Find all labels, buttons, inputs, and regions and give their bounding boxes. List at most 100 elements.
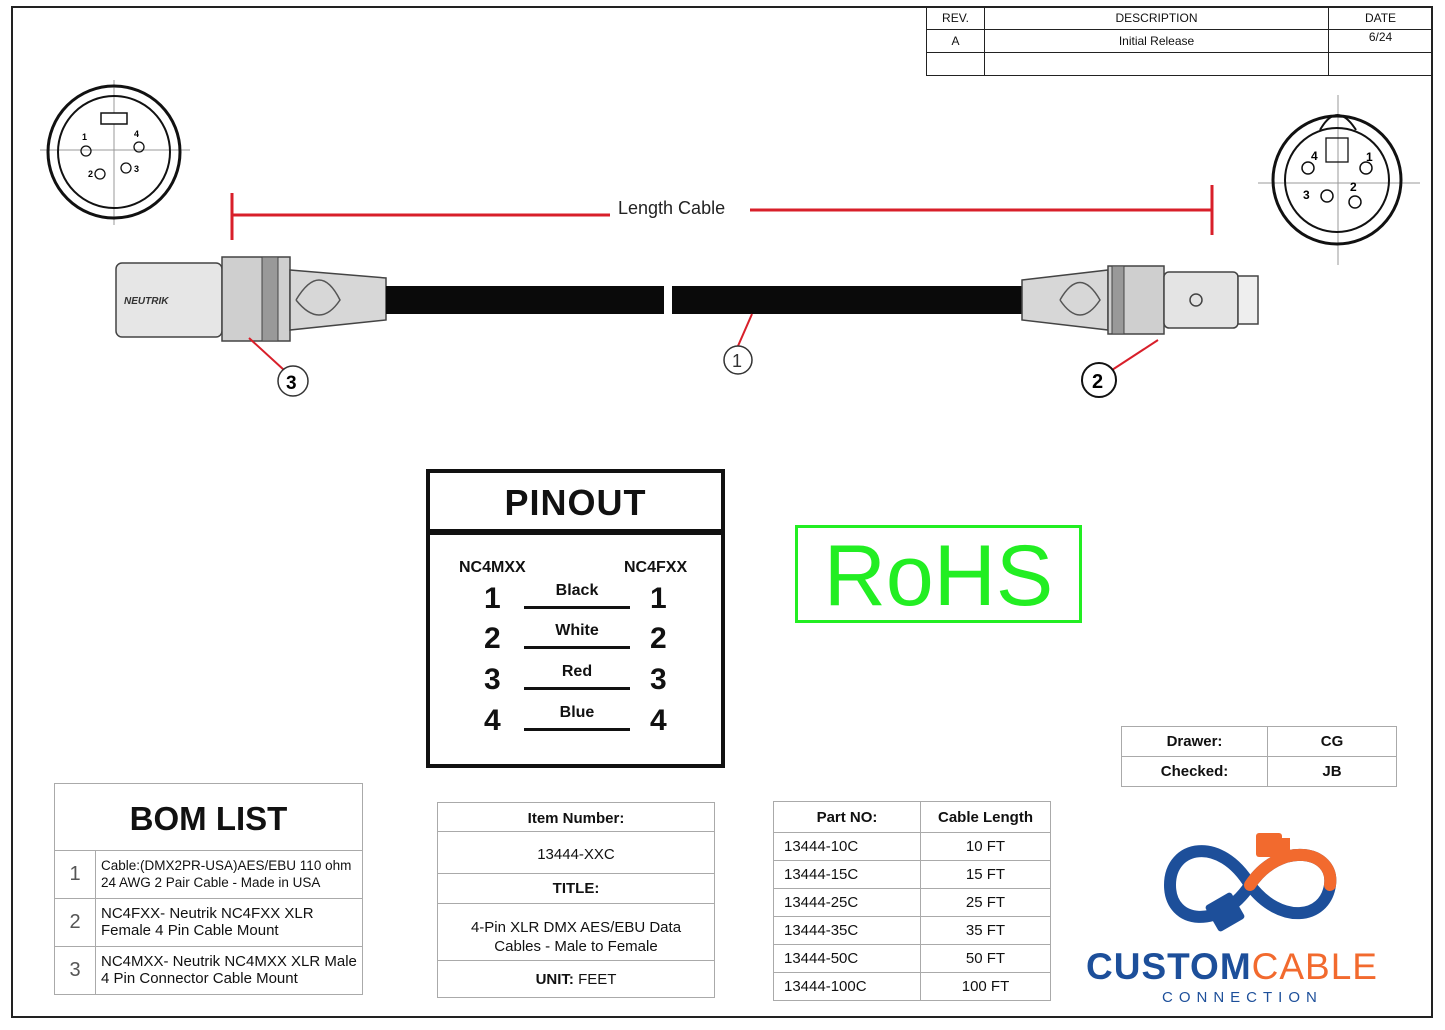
- part-no-cell: 13444-35C: [773, 916, 921, 945]
- drawer-row: Drawer: CG: [1121, 726, 1397, 757]
- logo-connection-text: CONNECTION: [1162, 989, 1323, 1006]
- pin-right-4: 4: [650, 704, 667, 737]
- pin-left-2: 2: [484, 622, 501, 655]
- callout-3: 3: [248, 337, 309, 397]
- cable-length-cell: 25 FT: [920, 888, 1051, 917]
- date-cell-empty: [1328, 52, 1433, 76]
- cable-diagram: 1 2 3 4 1 2 3 4 Length Cable NEUTRIK: [40, 80, 1420, 398]
- wire-color-3: Red: [561, 663, 593, 680]
- unit-row: UNIT: FEET: [438, 961, 714, 995]
- male-pin-3-label: 3: [134, 164, 139, 174]
- cable-length-cell: 100 FT: [920, 972, 1051, 1001]
- title-label: TITLE:: [438, 874, 714, 904]
- pinout-row-3: 3 Red 3: [430, 663, 721, 703]
- logo-cable-text: CABLE: [1251, 946, 1378, 987]
- checked-label: Checked:: [1121, 756, 1268, 787]
- custom-cable-logo-icon: [1163, 833, 1337, 932]
- logo-custom-text: CUSTOM: [1086, 946, 1252, 987]
- wire-line-3: [524, 687, 630, 690]
- pinout-row-2: 2 White 2: [430, 622, 721, 662]
- pin-right-2: 2: [650, 622, 667, 655]
- male-pin-1-label: 1: [82, 132, 87, 142]
- part-no-cell: 13444-10C: [773, 832, 921, 861]
- item-number-value: 13444-XXC: [438, 832, 714, 874]
- pinout-box: PINOUT NC4MXX NC4FXX 1 Black 1 2 White 2…: [426, 469, 725, 768]
- female-pin-3-label: 3: [1303, 188, 1310, 202]
- length-cable-label: Length Cable: [618, 198, 725, 218]
- bom-list: BOM LIST 1 Cable:(DMX2PR-USA)AES/EBU 110…: [54, 783, 363, 995]
- male-connector-body: NEUTRIK: [115, 256, 387, 342]
- approvals-table: Drawer: CG Checked: JB: [1121, 726, 1397, 787]
- logo-wordmark: CUSTOMCABLE: [1086, 946, 1378, 988]
- callout-2-label: 2: [1092, 371, 1103, 393]
- pinout-left-header: NC4MXX: [459, 559, 526, 576]
- bom-row-1: 1 Cable:(DMX2PR-USA)AES/EBU 110 ohm 24 A…: [55, 851, 362, 899]
- title-value: 4-Pin XLR DMX AES/EBU Data Cables - Male…: [438, 904, 714, 961]
- pin-right-1: 1: [650, 582, 667, 615]
- bom-number-3: 3: [55, 947, 96, 994]
- description-header: DESCRIPTION: [984, 6, 1329, 30]
- bom-text-1: Cable:(DMX2PR-USA)AES/EBU 110 ohm 24 AWG…: [101, 858, 352, 890]
- neutrik-label: NEUTRIK: [124, 296, 169, 307]
- cable-length-cell: 50 FT: [920, 944, 1051, 973]
- wire-line-1: [524, 606, 630, 609]
- parts-header-row: Part NO: Cable Length: [773, 801, 1051, 833]
- bom-number-1: 1: [55, 851, 96, 898]
- drawing-frame: [11, 6, 1433, 1018]
- rohs-badge: RoHS: [795, 525, 1082, 624]
- part-no-cell: 13444-50C: [773, 944, 921, 973]
- rev-cell-empty: [926, 52, 985, 76]
- wire-color-1: Black: [555, 582, 599, 599]
- bom-row-3: 3 NC4MXX- Neutrik NC4MXX XLR Male 4 Pin …: [55, 947, 362, 994]
- revision-table: REV. DESCRIPTION DATE A Initial Release …: [926, 6, 1433, 76]
- bom-title: BOM LIST: [55, 784, 362, 851]
- pin-left-3: 3: [484, 663, 501, 696]
- male-pin-2-label: 2: [88, 169, 93, 179]
- bom-row-2: 2 NC4FXX- Neutrik NC4FXX XLR Female 4 Pi…: [55, 899, 362, 947]
- pinout-row-4: 4 Blue 4: [430, 704, 721, 744]
- date-header: DATE: [1328, 6, 1433, 30]
- callout-2: 2: [1081, 339, 1159, 398]
- bom-number-2: 2: [55, 899, 96, 946]
- female-connector-end-view: 1 2 3 4: [1258, 95, 1420, 265]
- part-no-cell: 13444-15C: [773, 860, 921, 889]
- revision-row: A Initial Release 6/24: [926, 29, 1433, 53]
- checked-row: Checked: JB: [1121, 756, 1397, 787]
- male-pin-4-label: 4: [134, 129, 139, 139]
- female-pin-4-label: 4: [1311, 149, 1318, 163]
- female-connector-body: [1021, 265, 1259, 335]
- cable-length-cell: 15 FT: [920, 860, 1051, 889]
- date-cell: 6/24: [1328, 29, 1433, 53]
- pinout-right-header: NC4FXX: [624, 559, 688, 576]
- revision-row-empty: [926, 52, 1433, 76]
- pinout-title: PINOUT: [430, 473, 721, 535]
- pin-left-4: 4: [484, 704, 501, 737]
- callout-3-label: 3: [286, 373, 297, 394]
- wire-color-4: Blue: [559, 704, 595, 721]
- bom-text-3: NC4MXX- Neutrik NC4MXX XLR Male 4 Pin Co…: [101, 953, 357, 987]
- female-pin-2-label: 2: [1350, 180, 1357, 194]
- pin-right-3: 3: [650, 663, 667, 696]
- item-number-label: Item Number:: [438, 803, 714, 832]
- drawer-label: Drawer:: [1121, 726, 1268, 757]
- wire-line-4: [524, 728, 630, 731]
- cable-length-cell: 35 FT: [920, 916, 1051, 945]
- pin-left-1: 1: [484, 582, 501, 615]
- callout-1-label: 1: [732, 351, 742, 371]
- part-no-cell: 13444-100C: [773, 972, 921, 1001]
- drawer-value: CG: [1267, 726, 1397, 757]
- revision-header-row: REV. DESCRIPTION DATE: [926, 6, 1433, 30]
- callout-1: 1: [723, 313, 753, 375]
- wire-line-2: [524, 646, 630, 649]
- part-no-header: Part NO:: [773, 801, 921, 833]
- cable: [386, 286, 1022, 314]
- male-connector-end-view: 1 2 3 4: [40, 80, 190, 225]
- unit-value: FEET: [578, 971, 617, 988]
- part-no-cell: 13444-25C: [773, 888, 921, 917]
